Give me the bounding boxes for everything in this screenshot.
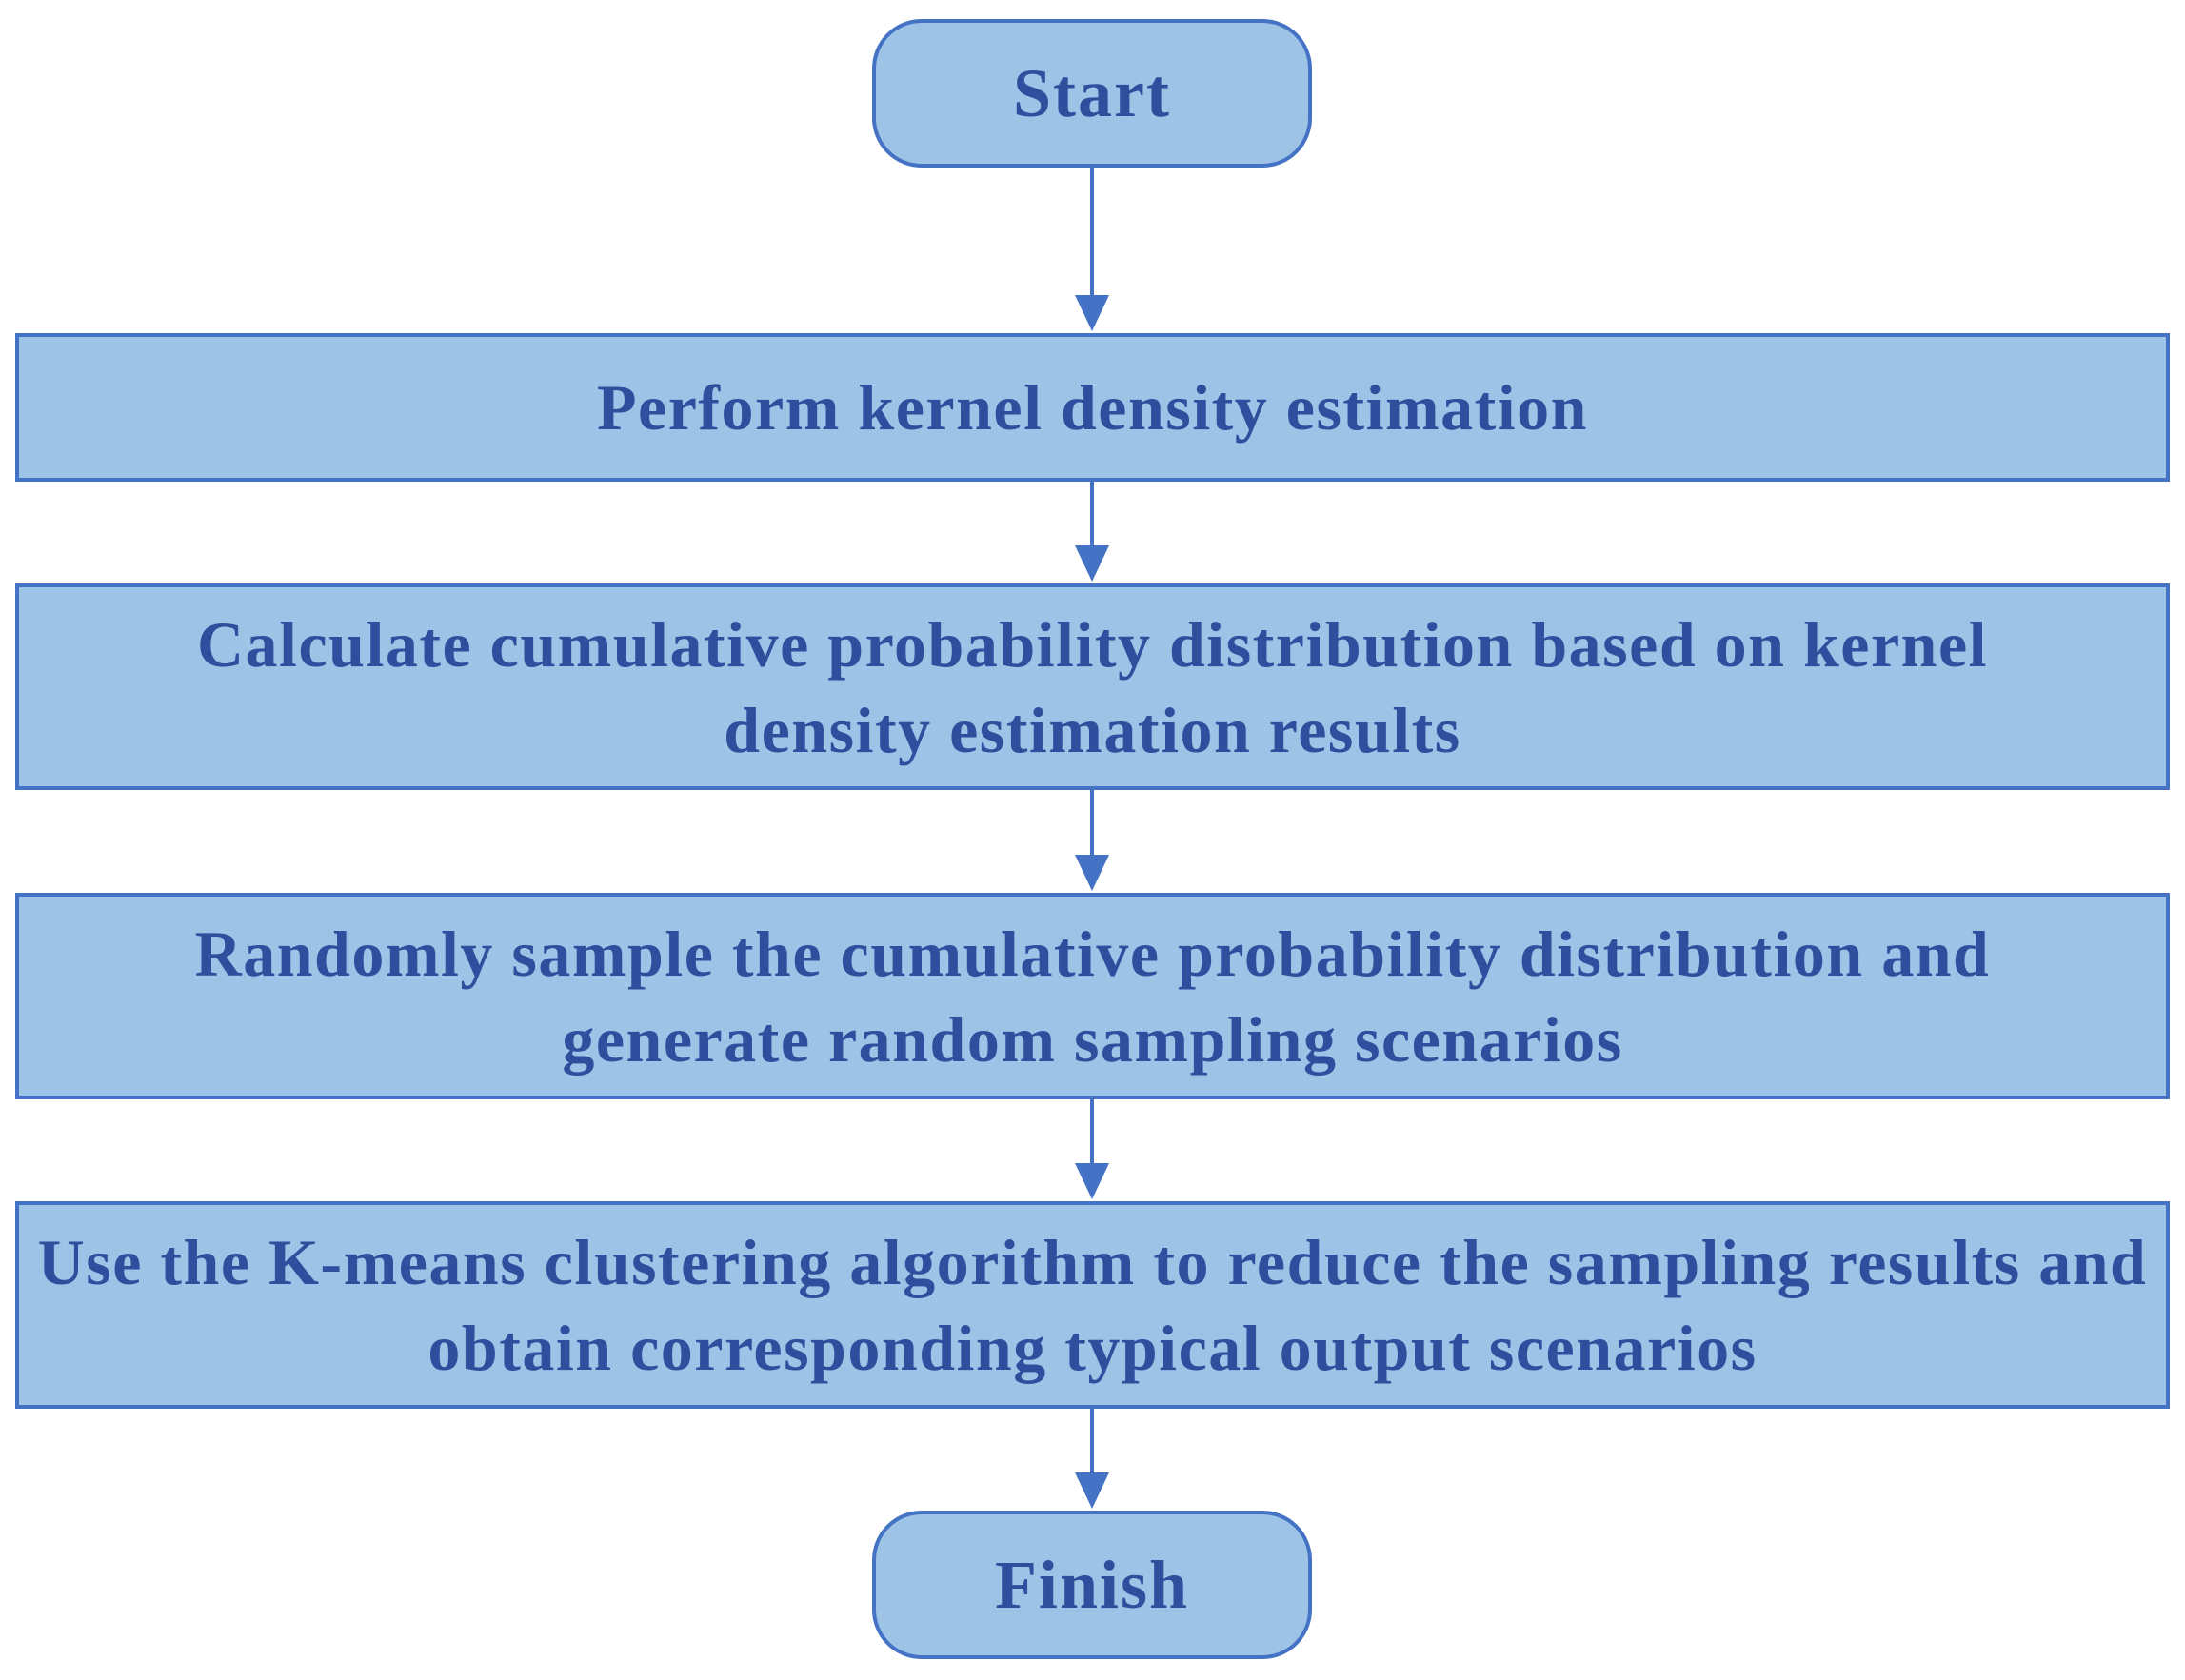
arrowhead-icon bbox=[1075, 295, 1109, 331]
edge-step3-to-step4 bbox=[1075, 1099, 1109, 1199]
node-finish: Finish bbox=[872, 1511, 1312, 1659]
arrowhead-icon bbox=[1075, 855, 1109, 891]
arrowhead-icon bbox=[1075, 545, 1109, 582]
edge-start-to-step1 bbox=[1075, 168, 1109, 331]
node-start-label: Start bbox=[1013, 54, 1171, 131]
edge-step1-to-step2 bbox=[1075, 482, 1109, 582]
node-step-kmeans-clustering: Use the K-means clustering algorithm to … bbox=[15, 1201, 2170, 1409]
arrowhead-icon bbox=[1075, 1472, 1109, 1509]
edge-step2-to-step3 bbox=[1075, 790, 1109, 891]
node-finish-label: Finish bbox=[994, 1546, 1190, 1623]
node-step-random-sampling: Randomly sample the cumulative probabili… bbox=[15, 893, 2170, 1099]
node-step-random-sampling-label: Randomly sample the cumulative probabili… bbox=[194, 917, 1991, 1076]
node-step-cumulative-distribution: Calculate cumulative probability distrib… bbox=[15, 583, 2170, 790]
node-start: Start bbox=[872, 19, 1312, 168]
node-step-cumulative-distribution-label: Calculate cumulative probability distrib… bbox=[196, 607, 1989, 766]
node-step-kernel-density: Perform kernel density estimation bbox=[15, 333, 2170, 482]
arrowhead-icon bbox=[1075, 1163, 1109, 1199]
edge-step4-to-finish bbox=[1075, 1409, 1109, 1509]
node-step-kernel-density-label: Perform kernel density estimation bbox=[597, 371, 1588, 444]
node-step-kmeans-clustering-label: Use the K-means clustering algorithm to … bbox=[37, 1226, 2148, 1384]
